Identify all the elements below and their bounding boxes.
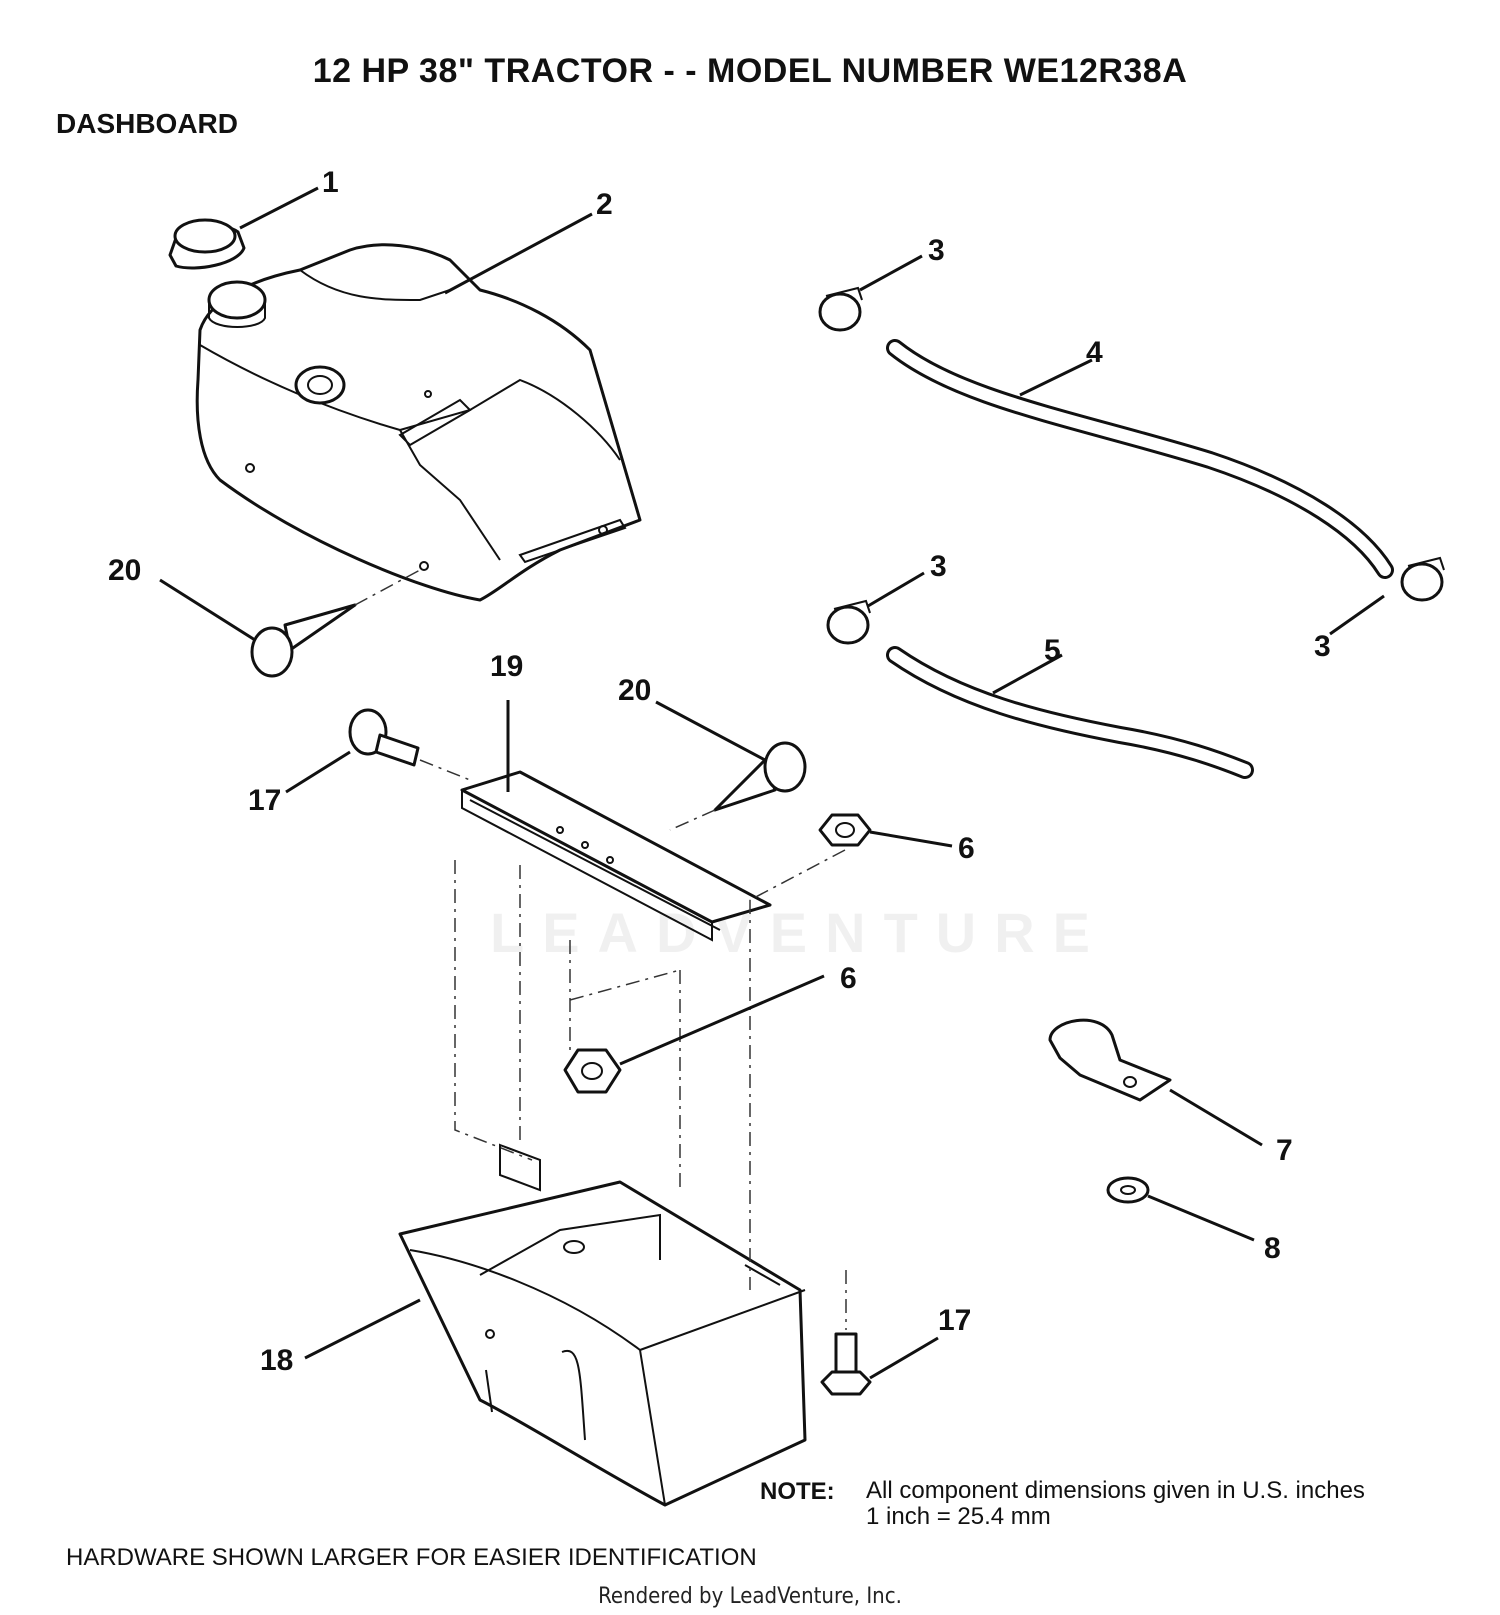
callout-20-middle: 20 (618, 674, 651, 707)
part-8-washer[interactable] (1106, 1176, 1150, 1204)
part-6-nut-lower[interactable] (563, 1048, 622, 1094)
callout-4: 4 (1086, 336, 1103, 369)
part-20-screw-left[interactable] (250, 569, 421, 678)
part-3-clamp-right[interactable] (1400, 556, 1445, 602)
note-line-1: All component dimensions given in U.S. i… (866, 1477, 1365, 1504)
assembly-guide-lines (454, 849, 846, 1290)
callout-1: 1 (322, 166, 339, 199)
part-18-dashboard-panel[interactable] (398, 1143, 807, 1507)
hardware-note: HARDWARE SHOWN LARGER FOR EASIER IDENTIF… (66, 1544, 757, 1571)
callout-17-left: 17 (248, 784, 281, 817)
callout-17-right: 17 (938, 1304, 971, 1337)
note-line-2: 1 inch = 25.4 mm (866, 1503, 1051, 1530)
part-19-bracket[interactable] (460, 770, 772, 942)
callout-3-middle: 3 (930, 550, 947, 583)
section-title: DASHBOARD (56, 108, 238, 139)
callout-6-lower: 6 (840, 962, 857, 995)
callout-18: 18 (260, 1344, 293, 1377)
callout-20-left: 20 (108, 554, 141, 587)
part-6-nut-upper[interactable] (818, 813, 872, 847)
callout-5: 5 (1044, 634, 1061, 667)
part-17-bolt-left[interactable] (348, 708, 471, 781)
leader-lines (159, 186, 1385, 1380)
part-17-bolt-right[interactable] (820, 1270, 872, 1396)
callout-3-right: 3 (1314, 630, 1331, 663)
callout-3-top: 3 (928, 234, 945, 267)
part-7-clip[interactable] (1048, 1018, 1172, 1102)
callout-2: 2 (596, 188, 613, 221)
callout-19: 19 (490, 650, 523, 683)
part-20-screw-middle[interactable] (669, 741, 807, 831)
note-text: All component dimensions given in U.S. i… (866, 1478, 1365, 1530)
callout-6-upper: 6 (958, 832, 975, 865)
part-4-fuel-hose-upper[interactable] (886, 339, 1394, 579)
watermark: LEADVENTURE (490, 901, 1109, 964)
diagram-title: 12 HP 38" TRACTOR - - MODEL NUMBER WE12R… (312, 52, 1188, 90)
render-credit: Rendered by LeadVenture, Inc. (598, 1584, 902, 1609)
callout-7: 7 (1276, 1134, 1293, 1167)
callout-8: 8 (1264, 1232, 1281, 1265)
part-3-clamp-middle[interactable] (826, 599, 871, 645)
part-1-fuel-cap[interactable] (168, 218, 246, 270)
part-3-clamp-top[interactable] (818, 286, 863, 332)
part-5-fuel-hose-lower[interactable] (886, 646, 1254, 779)
note-label: NOTE: (760, 1478, 835, 1505)
part-2-fuel-tank[interactable] (195, 243, 642, 602)
